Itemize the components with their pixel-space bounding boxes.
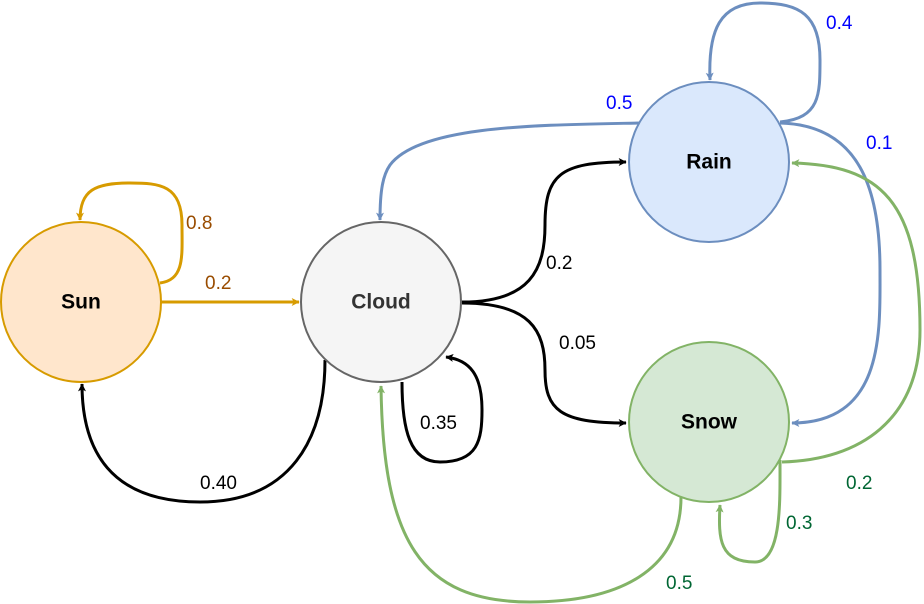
- label-rain-rain: 0.4: [826, 13, 853, 34]
- edge-snow-rain[interactable]: [781, 159, 922, 464]
- label-cloud-snow: 0.05: [559, 333, 596, 354]
- node-snow-label: Snow: [681, 411, 738, 434]
- node-cloud-label: Cloud: [351, 291, 410, 314]
- edge-cloud-cloud[interactable]: [400, 353, 484, 464]
- node-snow[interactable]: Snow: [628, 341, 790, 503]
- node-rain[interactable]: Rain: [628, 81, 790, 243]
- label-cloud-sun: 0.40: [200, 473, 237, 494]
- edge-rain-cloud[interactable]: [376, 121, 641, 221]
- node-cloud-circle[interactable]: [300, 221, 462, 383]
- node-rain-circle[interactable]: [628, 81, 790, 243]
- label-sun-sun: 0.8: [186, 213, 212, 234]
- edge-rain-snow[interactable]: [779, 121, 882, 427]
- label-sun-cloud: 0.2: [205, 273, 231, 294]
- label-snow-snow: 0.3: [786, 513, 812, 534]
- edge-labels: 0.8 0.2 0.40 0.35 0.2 0.05 0.4 0.5 0.1 0…: [186, 13, 892, 594]
- label-rain-snow: 0.1: [866, 133, 892, 154]
- edge-snow-cloud[interactable]: [377, 385, 683, 604]
- label-cloud-rain: 0.2: [546, 253, 572, 274]
- label-snow-rain: 0.2: [846, 473, 872, 494]
- node-snow-circle[interactable]: [628, 341, 790, 503]
- edge-cloud-rain[interactable]: [461, 158, 627, 304]
- node-cloud[interactable]: Cloud: [300, 221, 462, 383]
- node-rain-label: Rain: [686, 151, 732, 174]
- edge-cloud-snow[interactable]: [461, 301, 627, 427]
- label-cloud-cloud: 0.35: [420, 413, 457, 434]
- node-sun-label: Sun: [61, 291, 101, 314]
- edge-rain-rain[interactable]: [705, 1, 822, 124]
- edge-cloud-sun[interactable]: [78, 359, 327, 504]
- edges: [76, 1, 922, 604]
- label-rain-cloud: 0.5: [606, 93, 632, 114]
- edge-snow-snow[interactable]: [715, 459, 782, 564]
- node-sun-circle[interactable]: [0, 221, 162, 383]
- node-sun[interactable]: Sun: [0, 221, 162, 383]
- label-snow-cloud: 0.5: [666, 573, 692, 594]
- edge-sun-sun[interactable]: [76, 181, 184, 285]
